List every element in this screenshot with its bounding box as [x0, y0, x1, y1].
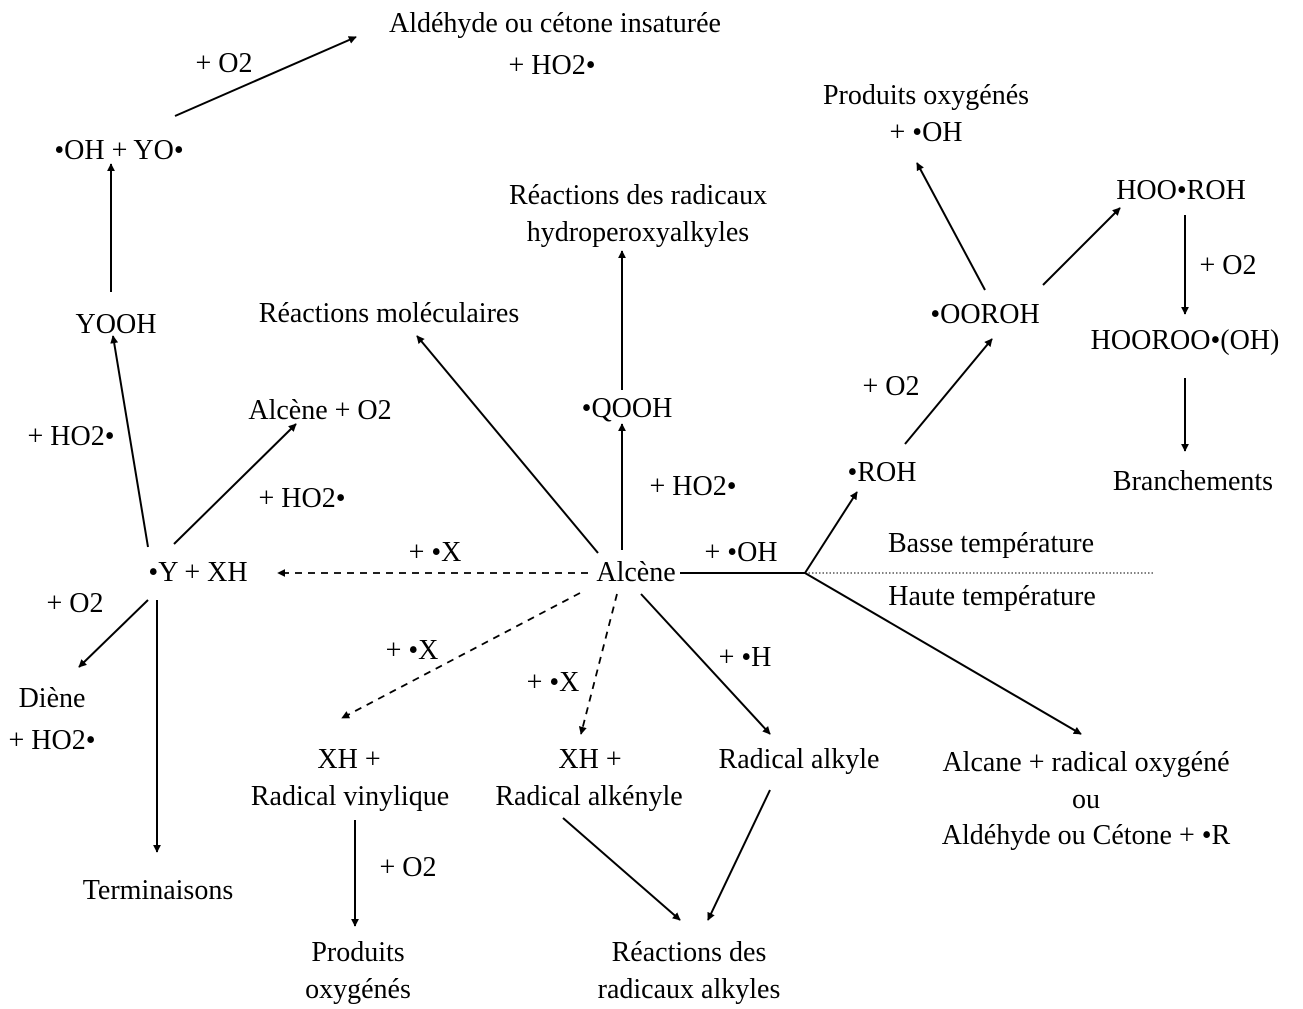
arrow-branch-to-roh	[804, 491, 858, 574]
label-hooroo-oh: HOOROO•(OH)	[1090, 325, 1280, 356]
label-aldehyde-cetone-insaturee: Aldéhyde ou cétone insaturée	[389, 8, 721, 39]
arrow-branch-to-alcane	[804, 572, 1082, 735]
label-plus-x-left: + •X	[408, 537, 462, 568]
label-xh-alkenyl-1: XH +	[558, 744, 622, 775]
label-produits-oxygenes-bottom-2: oxygénés	[305, 974, 411, 1005]
dashed-arrow-alcene-to-alkenyl	[578, 593, 618, 735]
arrow-alcene-to-moleculaires	[416, 335, 599, 554]
label-diene-ho2: + HO2•	[8, 725, 96, 756]
label-plus-o2-left: + O2	[46, 588, 104, 619]
label-aldehyde-cetone-r: Aldéhyde ou Cétone + •R	[941, 820, 1231, 851]
label-xh-alkenyl-2: Radical alkényle	[495, 781, 683, 812]
arrow-oh-yo-to-aldehyde	[174, 36, 357, 117]
label-hoo-roh: HOO•ROH	[1116, 175, 1246, 206]
label-plus-x-vinyl: + •X	[385, 635, 439, 666]
label-produits-oxygenes-top-2: + •OH	[889, 117, 963, 148]
label-plus-o2-top: + O2	[195, 48, 253, 79]
label-alcene: Alcène	[596, 557, 676, 588]
label-terminaisons: Terminaisons	[82, 875, 234, 906]
label-roh: •ROH	[847, 457, 917, 488]
label-reactions-alkyles-2: radicaux alkyles	[597, 974, 781, 1005]
label-y-plus-xh: •Y + XH	[148, 557, 248, 588]
arrow-y-to-alcene-o2	[173, 423, 297, 545]
label-qooh: •QOOH	[581, 393, 673, 424]
arrow-alcene-to-radical-alkyle	[640, 593, 771, 735]
label-reactions-moleculaires: Réactions moléculaires	[258, 298, 520, 329]
label-plus-ho2-left: + HO2•	[27, 421, 115, 452]
arrow-y-to-diene	[78, 599, 149, 668]
label-produits-oxygenes-bottom-1: Produits	[311, 937, 405, 968]
label-plus-oh: + •OH	[704, 537, 778, 568]
arrow-alkyle-to-reactions-alkyles	[707, 789, 771, 921]
label-branchements: Branchements	[1112, 466, 1274, 497]
label-plus-o2-roh: + O2	[862, 371, 920, 402]
label-reactions-hydroperoxyalkyles-2: hydroperoxyalkyles	[526, 217, 750, 248]
label-ou: ou	[1072, 784, 1100, 815]
label-haute-temperature: Haute température	[888, 581, 1096, 612]
label-xh-vinyl-1: XH +	[317, 744, 381, 775]
label-reactions-hydroperoxyalkyles-1: Réactions des radicaux	[508, 180, 768, 211]
label-produits-oxygenes-top-1: Produits oxygénés	[822, 80, 1030, 111]
label-plus-o2-vinyl: + O2	[379, 852, 437, 883]
arrow-alkenyl-to-reactions-alkyles	[562, 817, 681, 921]
label-plus-ho2-top: + HO2•	[508, 50, 596, 81]
label-reactions-alkyles-1: Réactions des	[611, 937, 767, 968]
label-yooh: YOOH	[75, 309, 157, 340]
label-plus-x-alkenyl: + •X	[526, 667, 580, 698]
label-diene: Diène	[18, 683, 86, 714]
label-radical-alkyle: Radical alkyle	[718, 744, 880, 775]
label-plus-ho2-mid: + HO2•	[258, 483, 346, 514]
arrow-roh-to-ooroh	[904, 338, 993, 445]
label-plus-ho2-center: + HO2•	[649, 471, 737, 502]
arrow-ooroh-to-hooroh	[1042, 207, 1121, 286]
label-ooroh: •OOROH	[930, 299, 1040, 330]
arrow-y-to-yooh	[110, 335, 149, 548]
label-alcene-plus-o2: Alcène + O2	[248, 395, 392, 426]
label-plus-o2-right: + O2	[1199, 250, 1257, 281]
label-alcane-radical-oxygene: Alcane + radical oxygéné	[942, 747, 1230, 778]
dashed-arrow-alcene-to-vinyl	[341, 592, 581, 719]
label-basse-temperature: Basse température	[887, 528, 1095, 559]
label-xh-vinyl-2: Radical vinylique	[250, 781, 450, 812]
arrow-ooroh-to-produits	[916, 162, 986, 291]
label-oh-plus-yo: •OH + YO•	[54, 135, 184, 166]
label-plus-h: + •H	[718, 642, 772, 673]
